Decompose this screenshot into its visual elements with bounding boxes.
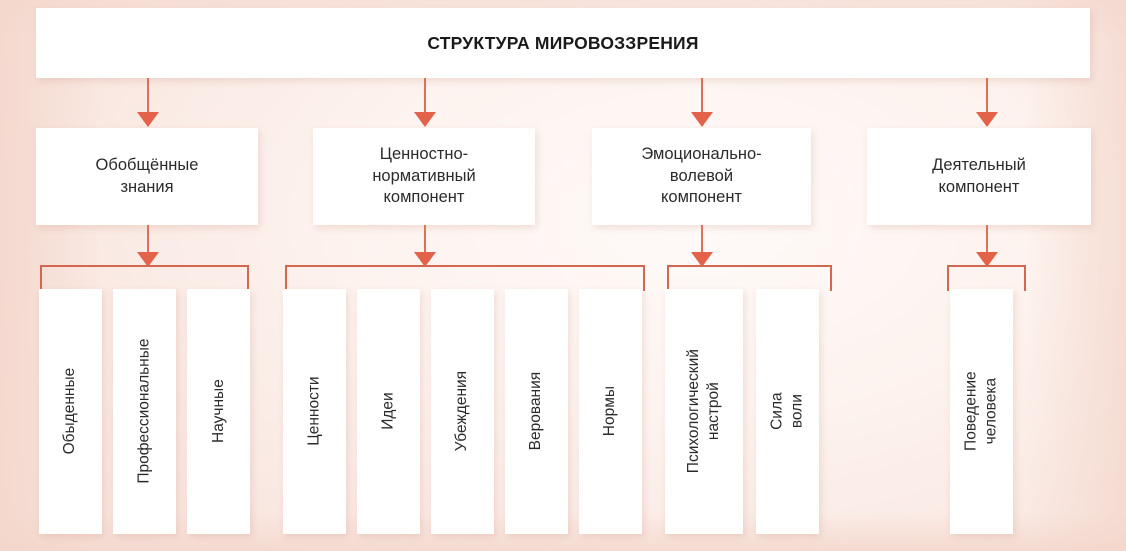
leaf-box-cennosti: Ценности — [283, 289, 346, 534]
leaf-box-normy: Нормы — [579, 289, 642, 534]
arrow-head-component-2 — [414, 112, 436, 127]
arrow-head-group-4 — [976, 252, 998, 267]
connector-line-component-3 — [701, 78, 703, 114]
component-label-2: Ценностно- нормативный компонент — [372, 144, 476, 207]
arrow-head-component-3 — [691, 112, 713, 127]
leaf-box-idei: Идеи — [357, 289, 420, 534]
leaf-label: Профессиональные — [135, 338, 153, 485]
connector-line-component-4 — [986, 78, 988, 114]
bracket-group-3 — [667, 265, 832, 291]
arrow-head-component-4 — [976, 112, 998, 127]
leaf-box-ubezhdeniya: Убеждения — [431, 289, 494, 534]
leaf-box-verovaniya: Верования — [505, 289, 568, 534]
arrow-head-group-1 — [137, 252, 159, 267]
leaf-box-sila-voli: Сила воли — [756, 289, 819, 534]
component-label-3: Эмоционально- волевой компонент — [641, 144, 762, 207]
leaf-box-professionalnye: Профессиональные — [113, 289, 176, 534]
connector-line-group-4 — [986, 225, 988, 255]
connector-line-group-1 — [147, 225, 149, 255]
connector-line-component-1 — [147, 78, 149, 114]
title-box: СТРУКТУРА МИРОВОЗЗРЕНИЯ — [36, 8, 1090, 78]
leaf-box-psihologicheskiy-nastroy: Психологический настрой — [665, 289, 743, 534]
leaf-label: Сила воли — [768, 392, 806, 431]
component-label-1: Обобщённые знания — [95, 155, 199, 196]
leaf-label: Поведение человека — [962, 371, 1000, 452]
component-label-4: Деятельный компонент — [932, 155, 1026, 196]
connector-line-group-3 — [701, 225, 703, 255]
leaf-label: Обыденные — [61, 368, 79, 455]
leaf-box-nauchnye: Научные — [187, 289, 250, 534]
leaf-box-povedenie-cheloveka: Поведение человека — [950, 289, 1013, 534]
leaf-label: Научные — [209, 379, 227, 444]
component-box-4: Деятельный компонент — [867, 128, 1091, 225]
page-title: СТРУКТУРА МИРОВОЗЗРЕНИЯ — [427, 32, 699, 53]
bracket-group-2 — [285, 265, 645, 291]
connector-line-component-2 — [424, 78, 426, 114]
leaf-label: Верования — [527, 372, 545, 451]
component-box-1: Обобщённые знания — [36, 128, 258, 225]
leaf-box-obydennye: Обыденные — [39, 289, 102, 534]
leaf-label: Убеждения — [453, 371, 471, 452]
bracket-group-1 — [40, 265, 249, 291]
bracket-group-4 — [947, 265, 1026, 291]
connector-line-group-2 — [424, 225, 426, 255]
arrow-head-group-3 — [691, 252, 713, 267]
leaf-label: Психологический настрой — [684, 349, 723, 474]
leaf-label: Идеи — [379, 392, 397, 431]
component-box-2: Ценностно- нормативный компонент — [313, 128, 535, 225]
leaf-label: Нормы — [601, 386, 619, 437]
arrow-head-group-2 — [414, 252, 436, 267]
leaf-label: Ценности — [305, 376, 323, 447]
component-box-3: Эмоционально- волевой компонент — [592, 128, 811, 225]
arrow-head-component-1 — [137, 112, 159, 127]
